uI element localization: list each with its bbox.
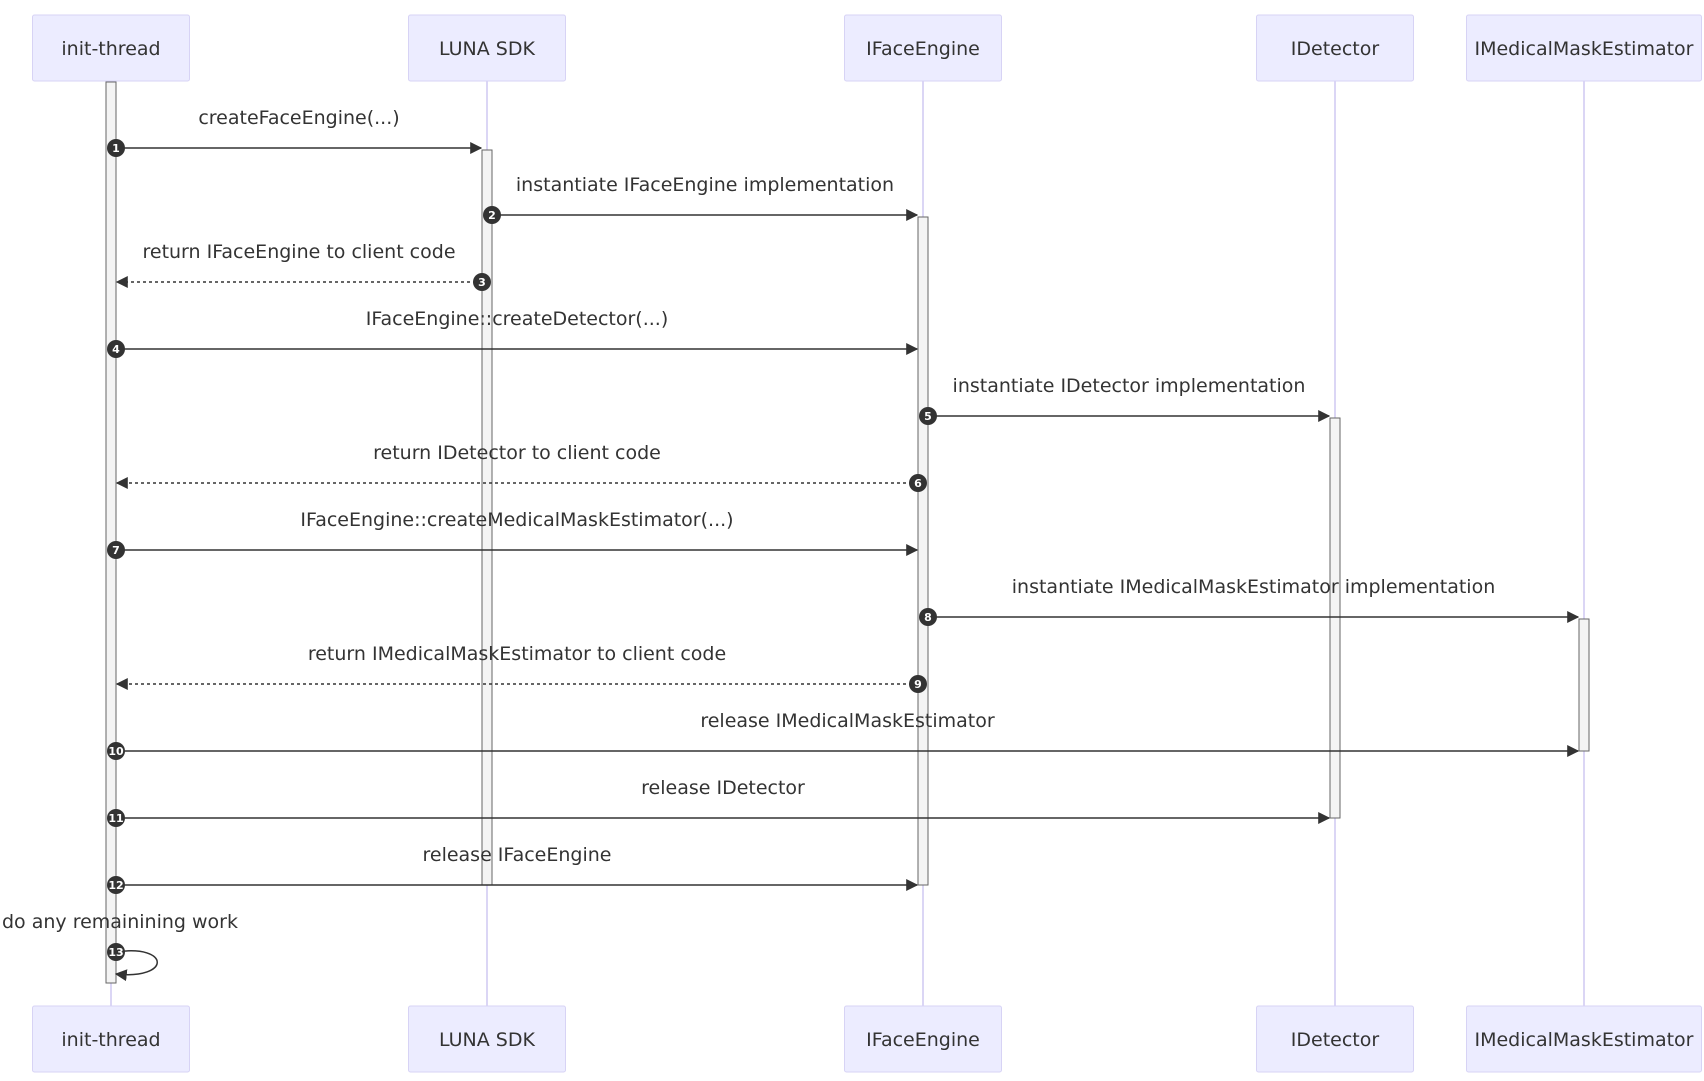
step-number-badge	[483, 206, 501, 224]
participant-label: IMedicalMaskEstimator	[1474, 1029, 1693, 1051]
participant-detector-top: IDetector	[1256, 14, 1414, 82]
step-number-badge	[107, 943, 125, 961]
message-label: IFaceEngine::createMedicalMaskEstimator(…	[300, 509, 733, 531]
activation-bar-mask	[1578, 618, 1590, 752]
step-number: 12	[108, 879, 123, 892]
step-number-badge	[107, 809, 125, 827]
participant-box	[32, 1005, 190, 1073]
message-8: instantiate IMedicalMaskEstimator implem…	[919, 576, 1580, 626]
message-12: release IFaceEngine 12	[107, 844, 919, 894]
activation-bar-engine	[917, 216, 929, 886]
step-number: 3	[478, 276, 486, 289]
participant-mask-bottom: IMedicalMaskEstimator	[1466, 1005, 1702, 1073]
step-number-badge	[909, 474, 927, 492]
participant-box	[408, 14, 566, 82]
step-number: 6	[914, 477, 922, 490]
step-number: 13	[108, 946, 123, 959]
message-2: instantiate IFaceEngine implementation 2	[483, 174, 919, 224]
message-label: release IMedicalMaskEstimator	[700, 710, 995, 732]
participant-label: IFaceEngine	[866, 38, 980, 60]
participant-engine-bottom: IFaceEngine	[844, 1005, 1002, 1073]
step-number: 10	[108, 745, 124, 758]
message-5: instantiate IDetector implementation 5	[919, 375, 1331, 425]
participant-label: init-thread	[61, 1029, 160, 1051]
message-label: return IFaceEngine to client code	[142, 241, 455, 263]
participant-box	[844, 14, 1002, 82]
step-number-badge	[107, 541, 125, 559]
step-number: 1	[112, 142, 120, 155]
step-number-badge	[909, 675, 927, 693]
message-label: return IMedicalMaskEstimator to client c…	[308, 643, 726, 665]
message-7: IFaceEngine::createMedicalMaskEstimator(…	[107, 509, 919, 559]
participant-box	[408, 1005, 566, 1073]
participant-detector-bottom: IDetector	[1256, 1005, 1414, 1073]
step-number: 9	[914, 678, 922, 691]
step-number: 2	[488, 209, 496, 222]
participant-mask-top: IMedicalMaskEstimator	[1466, 14, 1702, 82]
step-number-badge	[107, 139, 125, 157]
participant-box	[1466, 14, 1702, 82]
participant-box	[1256, 1005, 1414, 1073]
message-label: do any remainining work	[2, 911, 238, 933]
participant-label: init-thread	[61, 38, 160, 60]
message-label: instantiate IDetector implementation	[953, 375, 1306, 397]
message-4: IFaceEngine::createDetector(...)4	[107, 308, 919, 358]
message-label: instantiate IMedicalMaskEstimator implem…	[1012, 576, 1496, 598]
participant-box	[1256, 14, 1414, 82]
message-label: IFaceEngine::createDetector(...)	[366, 308, 669, 330]
message-6: return IDetector to client code 6	[115, 442, 927, 492]
message-3: return IFaceEngine to client code 3	[115, 241, 491, 291]
participant-box	[844, 1005, 1002, 1073]
message-11: release IDetector 11	[107, 777, 1331, 827]
message-label: return IDetector to client code	[373, 442, 661, 464]
participant-sdk-top: LUNA SDK	[408, 14, 566, 82]
message-label: instantiate IFaceEngine implementation	[516, 174, 894, 196]
participant-label: IFaceEngine	[866, 1029, 980, 1051]
message-label: release IDetector	[641, 777, 805, 799]
participant-init-bottom: init-thread	[32, 1005, 190, 1073]
lifelines	[110, 81, 1585, 1006]
participant-box	[1466, 1005, 1702, 1073]
step-number: 7	[112, 544, 120, 557]
participant-box	[32, 14, 190, 82]
participant-sdk-bottom: LUNA SDK	[408, 1005, 566, 1073]
message-label: release IFaceEngine	[422, 844, 611, 866]
message-line	[114, 950, 158, 982]
messages: createFaceEngine(...) 1 instantiate IFaceE…	[2, 107, 1580, 982]
step-number-badge	[919, 608, 937, 626]
participant-engine-top: IFaceEngine	[844, 14, 1002, 82]
participant-label: LUNA SDK	[439, 1029, 535, 1051]
step-number-badge	[107, 742, 125, 760]
activation-bar-init	[105, 81, 117, 984]
activation-bars	[105, 81, 1590, 984]
message-13: do any remainining work 13	[2, 911, 238, 982]
step-number-badge	[919, 407, 937, 425]
participant-label: IDetector	[1291, 1029, 1380, 1051]
participant-label: LUNA SDK	[439, 38, 535, 60]
message-label: createFaceEngine(...)	[198, 107, 399, 129]
message-9: return IMedicalMaskEstimator to client c…	[115, 643, 927, 693]
step-number: 5	[924, 410, 932, 423]
step-number: 11	[108, 812, 123, 825]
participant-label: IMedicalMaskEstimator	[1474, 38, 1693, 60]
step-number-badge	[107, 876, 125, 894]
participant-init-top: init-thread	[32, 14, 190, 82]
step-number-badge	[107, 340, 125, 358]
step-number: 4	[112, 343, 120, 356]
participant-label: IDetector	[1291, 38, 1380, 60]
step-number-badge	[473, 273, 491, 291]
message-10: release IMedicalMaskEstimator 10	[107, 710, 1580, 760]
message-1: createFaceEngine(...) 1	[107, 107, 483, 157]
step-number: 8	[924, 611, 932, 624]
activation-bar-detector	[1329, 417, 1341, 819]
